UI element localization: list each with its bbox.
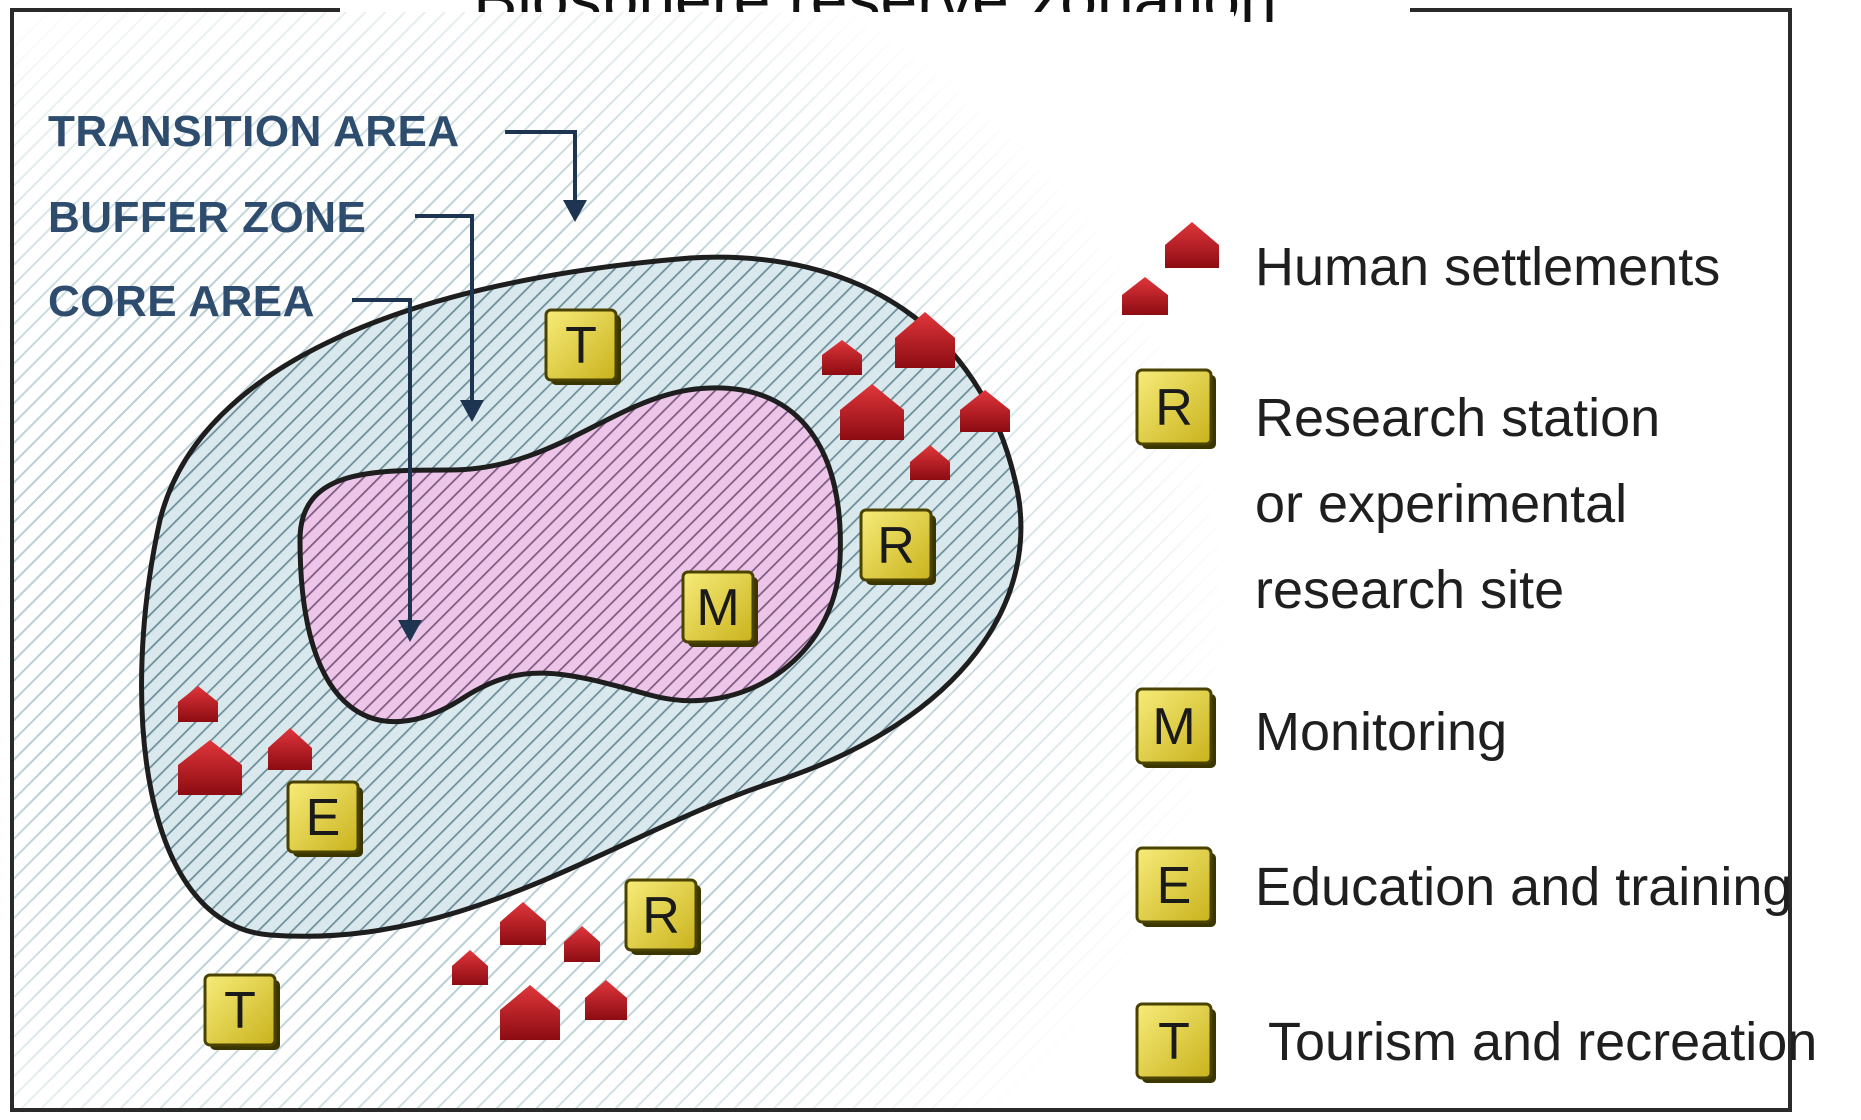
- core-arrow: [352, 298, 412, 630]
- settlement-icon: [564, 926, 600, 962]
- marker-letter: T: [565, 317, 597, 375]
- settlement-icon: [840, 384, 904, 440]
- map-marker-monitoring: M: [681, 570, 758, 647]
- marker-letter: R: [642, 887, 680, 945]
- settlement-icon: [178, 740, 242, 795]
- legend-monitoring-label: Monitoring: [1255, 702, 1507, 762]
- legend-research-marker: R: [1135, 368, 1216, 449]
- legend-settlements-label: Human settlements: [1255, 237, 1720, 297]
- settlement-icon: [910, 445, 950, 480]
- marker-letter: T: [224, 982, 256, 1040]
- legend-research-label-3: research site: [1255, 560, 1564, 620]
- map-marker-tourism-south: T: [203, 973, 280, 1050]
- transition-area-label: TRANSITION AREA: [48, 107, 460, 156]
- transition-arrowhead: [563, 200, 587, 222]
- map-marker-education: E: [286, 780, 363, 857]
- settlement-icon: [268, 728, 312, 770]
- legend-research-label-2: or experimental: [1255, 474, 1627, 534]
- map-marker-research-east: R: [859, 508, 936, 585]
- core-area-label: CORE AREA: [48, 277, 315, 326]
- legend-research-label-1: Research station: [1255, 388, 1660, 448]
- buffer-arrowhead: [460, 400, 484, 422]
- settlement-icon: [500, 902, 546, 945]
- legend-tourism-marker: T: [1135, 1002, 1216, 1083]
- legend-settlements-icon: [1122, 222, 1219, 315]
- legend-monitoring-marker: M: [1135, 687, 1216, 768]
- settlement-icon: [960, 390, 1010, 432]
- legend-monitoring-letter: M: [1152, 698, 1195, 756]
- core-arrowhead: [398, 620, 422, 642]
- settlement-cluster-south: [452, 902, 627, 1040]
- settlement-icon: [452, 950, 488, 985]
- buffer-arrow: [415, 214, 474, 410]
- map-marker-tourism-north: T: [544, 308, 621, 385]
- marker-letter: M: [696, 579, 739, 637]
- legend: Human settlements R Research station or …: [1122, 222, 1817, 1083]
- settlement-cluster-north: [822, 312, 1010, 480]
- marker-letter: E: [306, 789, 341, 847]
- legend-education-marker: E: [1135, 846, 1216, 927]
- settlement-icon: [500, 985, 560, 1040]
- settlement-icon: [585, 980, 627, 1020]
- legend-education-letter: E: [1157, 857, 1192, 915]
- settlement-cluster-west: [178, 686, 312, 795]
- settlement-icon: [895, 312, 955, 368]
- legend-research-letter: R: [1155, 379, 1193, 437]
- legend-tourism-letter: T: [1158, 1013, 1190, 1071]
- legend-tourism-label: Tourism and recreation: [1268, 1012, 1817, 1072]
- settlement-icon: [178, 686, 218, 722]
- map-marker-research-south: R: [624, 878, 701, 955]
- marker-letter: R: [877, 517, 915, 575]
- buffer-zone-label: BUFFER ZONE: [48, 193, 366, 242]
- legend-education-label: Education and training: [1255, 857, 1792, 917]
- transition-arrow: [505, 130, 577, 210]
- settlement-icon: [822, 340, 862, 375]
